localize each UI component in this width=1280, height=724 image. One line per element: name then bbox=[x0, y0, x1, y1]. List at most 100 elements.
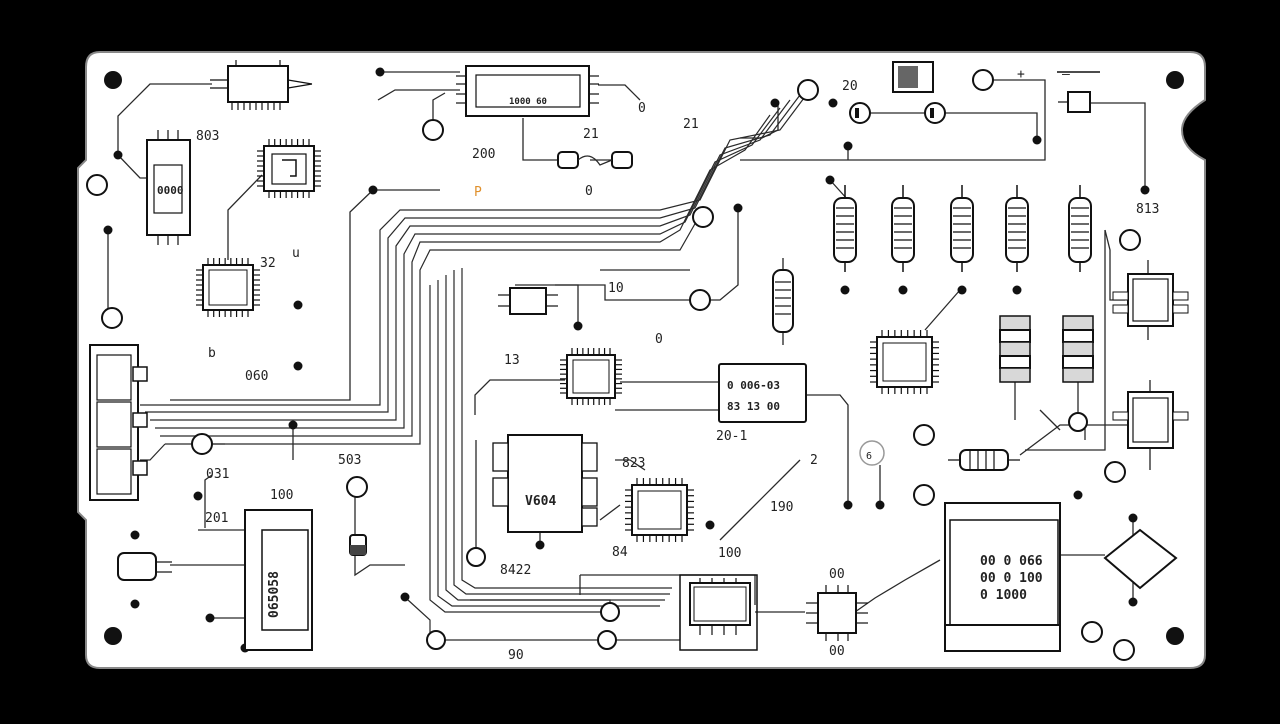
mount-hole-icon bbox=[104, 71, 122, 89]
test-pad-icon bbox=[797, 79, 819, 101]
via-icon bbox=[535, 540, 545, 550]
chip-label: 0 1000 bbox=[980, 588, 1027, 603]
via-icon bbox=[130, 599, 140, 609]
mount-holes bbox=[104, 71, 1184, 645]
ic-chip-icon bbox=[631, 484, 688, 536]
ref-label: 0 bbox=[655, 332, 663, 347]
ref-label: 031 bbox=[206, 467, 229, 482]
ic-chip-icon bbox=[263, 145, 315, 192]
test-pads bbox=[86, 69, 1141, 661]
via-icon bbox=[705, 520, 715, 530]
ref-label: u bbox=[292, 246, 300, 261]
via-icon bbox=[130, 530, 140, 540]
ic-chip-icon: 0 006-03 83 13 00 bbox=[718, 363, 807, 423]
ref-label: b bbox=[208, 346, 216, 361]
via-icon bbox=[770, 98, 780, 108]
test-pad-icon bbox=[859, 440, 885, 466]
ref-label: 32 bbox=[260, 256, 276, 271]
via-icon bbox=[103, 225, 113, 235]
test-pad-icon bbox=[689, 289, 711, 311]
via-icon bbox=[957, 285, 967, 295]
via-icon bbox=[375, 67, 385, 77]
mount-hole-icon bbox=[104, 627, 122, 645]
test-pad-icon bbox=[191, 433, 213, 455]
ref-label: 190 bbox=[770, 500, 793, 515]
chip-pins bbox=[257, 139, 321, 198]
traces bbox=[107, 71, 1146, 641]
diamond-marker bbox=[1103, 528, 1178, 590]
test-pad-icon bbox=[1068, 412, 1088, 432]
ref-label: + bbox=[1017, 67, 1025, 82]
inductor bbox=[557, 151, 633, 169]
chip-pins bbox=[870, 330, 939, 394]
regulator bbox=[1112, 260, 1189, 340]
chip-label: 0 006-03 bbox=[727, 379, 780, 392]
ref-label: 060 bbox=[245, 369, 268, 384]
ref-label: 10 bbox=[608, 281, 624, 296]
test-pad-icon bbox=[913, 424, 935, 446]
ref-label: P bbox=[474, 185, 482, 200]
chip-label: 0000 bbox=[157, 184, 184, 197]
ic-chip-icon bbox=[566, 354, 616, 399]
regulator bbox=[1112, 380, 1189, 470]
mount-hole-icon bbox=[1166, 71, 1184, 89]
chip-pins bbox=[196, 258, 260, 317]
ref-label: 6 bbox=[866, 451, 872, 462]
resistor-icon bbox=[833, 185, 857, 272]
chip-label: 83 13 00 bbox=[727, 400, 780, 413]
ref-label: 13 bbox=[504, 353, 520, 368]
ref-label: 503 bbox=[338, 453, 361, 468]
ref-label: 200 bbox=[472, 147, 495, 162]
ref-label: 100 bbox=[718, 546, 741, 561]
test-pad-icon bbox=[101, 307, 123, 329]
ref-label: 00 bbox=[829, 567, 845, 582]
resistor-icon bbox=[1005, 185, 1029, 272]
ref-label: 90 bbox=[508, 648, 524, 663]
ref-label: 8422 bbox=[500, 563, 531, 578]
chip-label: 00 0 066 bbox=[980, 554, 1043, 569]
test-pad-icon bbox=[1119, 229, 1141, 251]
ic-chip-icon bbox=[210, 60, 313, 110]
via-icon bbox=[1012, 285, 1022, 295]
ref-label: 20-1 bbox=[716, 429, 747, 444]
via-icon bbox=[368, 185, 378, 195]
ref-label: 00 bbox=[829, 644, 845, 659]
ic-chip-icon: 0000 bbox=[146, 130, 191, 245]
ref-label: 21 bbox=[583, 127, 599, 142]
test-pad-icon bbox=[1104, 461, 1126, 483]
ic-chip-icon bbox=[679, 574, 758, 651]
resistor-icon bbox=[948, 449, 1020, 471]
connector-icon bbox=[89, 344, 148, 501]
via-icon bbox=[843, 500, 853, 510]
via-icon bbox=[840, 285, 850, 295]
ic-chip-icon bbox=[202, 264, 254, 311]
capacitor bbox=[849, 102, 946, 124]
via-icon bbox=[400, 592, 410, 602]
chip-pins bbox=[625, 478, 694, 542]
resistor-icon bbox=[1057, 71, 1100, 113]
chip-label: 00 0 100 bbox=[980, 571, 1043, 586]
test-pad-icon bbox=[86, 174, 108, 196]
via-icon bbox=[205, 613, 215, 623]
ic-chip-icon: 00 0 066 00 0 100 0 1000 bbox=[944, 502, 1061, 652]
transistor bbox=[498, 287, 558, 315]
ic-chip-icon: 065058 bbox=[244, 509, 313, 651]
via-icon bbox=[113, 150, 123, 160]
ref-label: 84 bbox=[612, 545, 628, 560]
test-pad-icon bbox=[346, 476, 368, 498]
test-pad-icon bbox=[1081, 621, 1103, 643]
via-icon bbox=[828, 98, 838, 108]
ref-label: 2 bbox=[810, 453, 818, 468]
ic-chip-icon bbox=[876, 336, 933, 388]
board-outline bbox=[77, 51, 1206, 669]
ref-label: 803 bbox=[196, 129, 219, 144]
connector-icon bbox=[892, 61, 934, 93]
via-icon bbox=[1128, 597, 1138, 607]
mount-hole-icon bbox=[1166, 627, 1184, 645]
test-pad-icon bbox=[422, 119, 444, 141]
ref-label: 20 bbox=[842, 79, 858, 94]
test-pad-icon bbox=[913, 484, 935, 506]
ic-chip-icon: 1000 60 bbox=[456, 65, 599, 117]
